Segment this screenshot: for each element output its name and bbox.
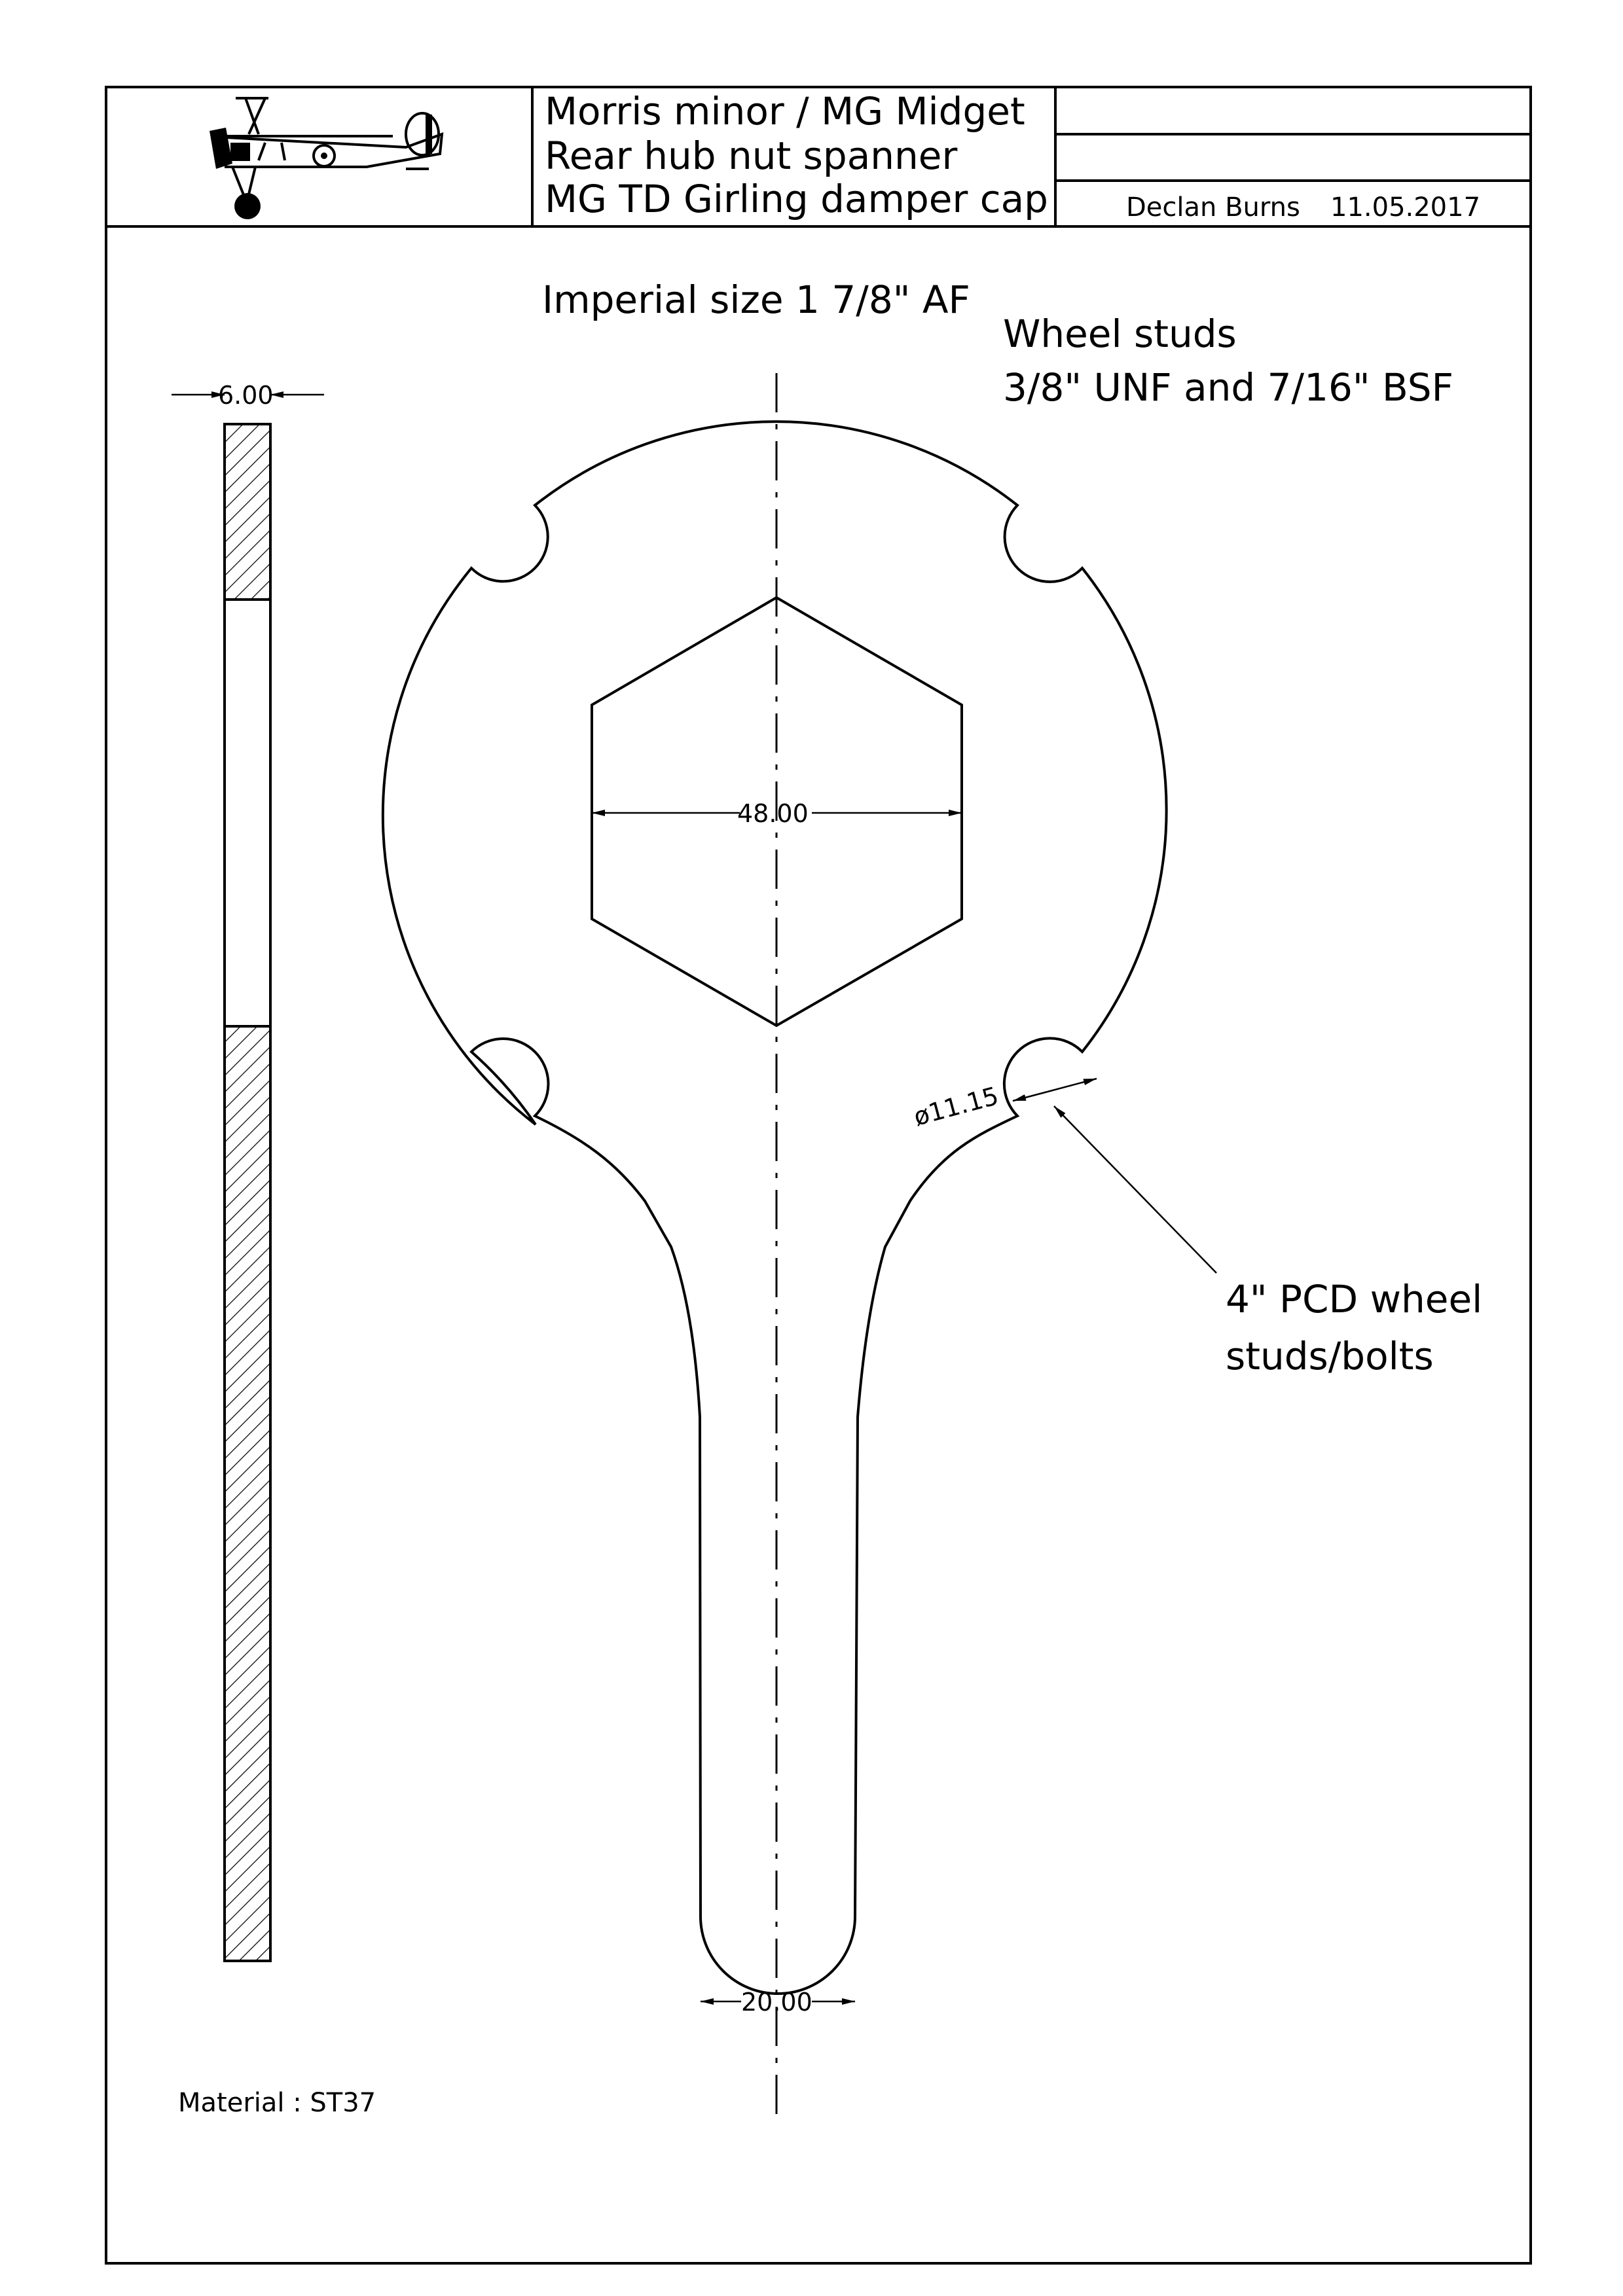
- title-line-2: Rear hub nut spanner: [545, 134, 957, 178]
- hex-dimension: 48.00: [592, 799, 962, 828]
- pcd-note-line-1: 4" PCD wheel: [1226, 1277, 1482, 1321]
- imperial-size-note: Imperial size 1 7/8" AF: [542, 278, 970, 322]
- side-view: [223, 423, 272, 1962]
- author-name: Declan Burns: [1126, 192, 1300, 223]
- hex-opening: [591, 596, 963, 1028]
- handle-width-label: 20.00: [741, 1988, 812, 2017]
- title-line-1: Morris minor / MG Midget: [545, 89, 1025, 134]
- notch-dimension: ø11.15: [911, 1077, 1217, 1274]
- title-block: Morris minor / MG Midget Rear hub nut sp…: [106, 87, 1531, 228]
- drawing-border: [105, 86, 1532, 2265]
- pcd-note-line-2: studs/bolts: [1226, 1334, 1434, 1378]
- handle-width-dimension: 20.00: [701, 1988, 855, 2017]
- wheel-studs-note-line-2: 3/8" UNF and 7/16" BSF: [1003, 365, 1453, 410]
- hex-dimension-label: 48.00: [737, 799, 809, 828]
- wheel-studs-note-line-1: Wheel studs: [1003, 312, 1237, 356]
- biplane-icon: [210, 97, 444, 219]
- notch-dimension-label: ø11.15: [911, 1081, 1002, 1132]
- title-line-3: MG TD Girling damper cap: [545, 177, 1048, 221]
- material-note: Material : ST37: [178, 2088, 376, 2118]
- drawing-date: 11.05.2017: [1330, 192, 1480, 223]
- thickness-label: 6.00: [218, 381, 274, 410]
- spanner-outline: [381, 420, 1168, 1995]
- thickness-dimension: 6.00: [172, 381, 324, 410]
